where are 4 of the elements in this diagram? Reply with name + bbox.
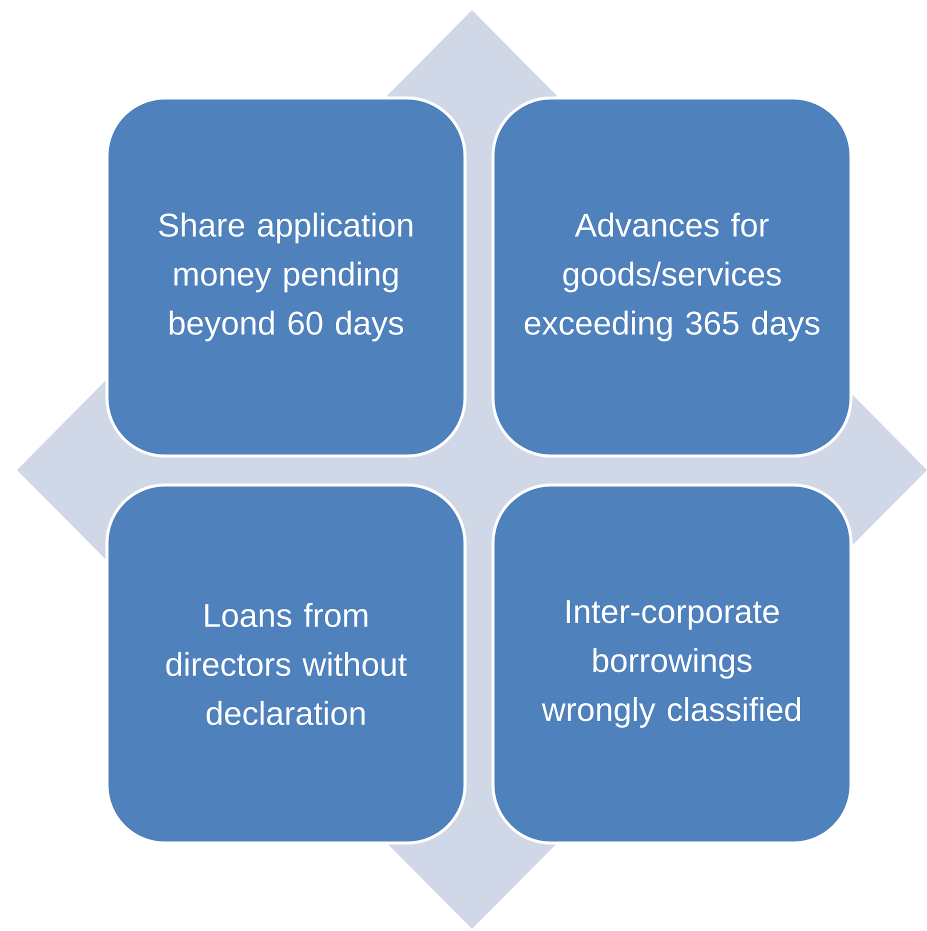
rounded-box: Loans from directors without declaration [106,484,466,844]
rounded-box: Share application money pending beyond 60 days [106,96,466,458]
rounded-box: Advances for goods/services exceeding 365 days [492,96,852,458]
rounded-box: Inter-corporate borrowings wrongly classified [492,484,852,844]
